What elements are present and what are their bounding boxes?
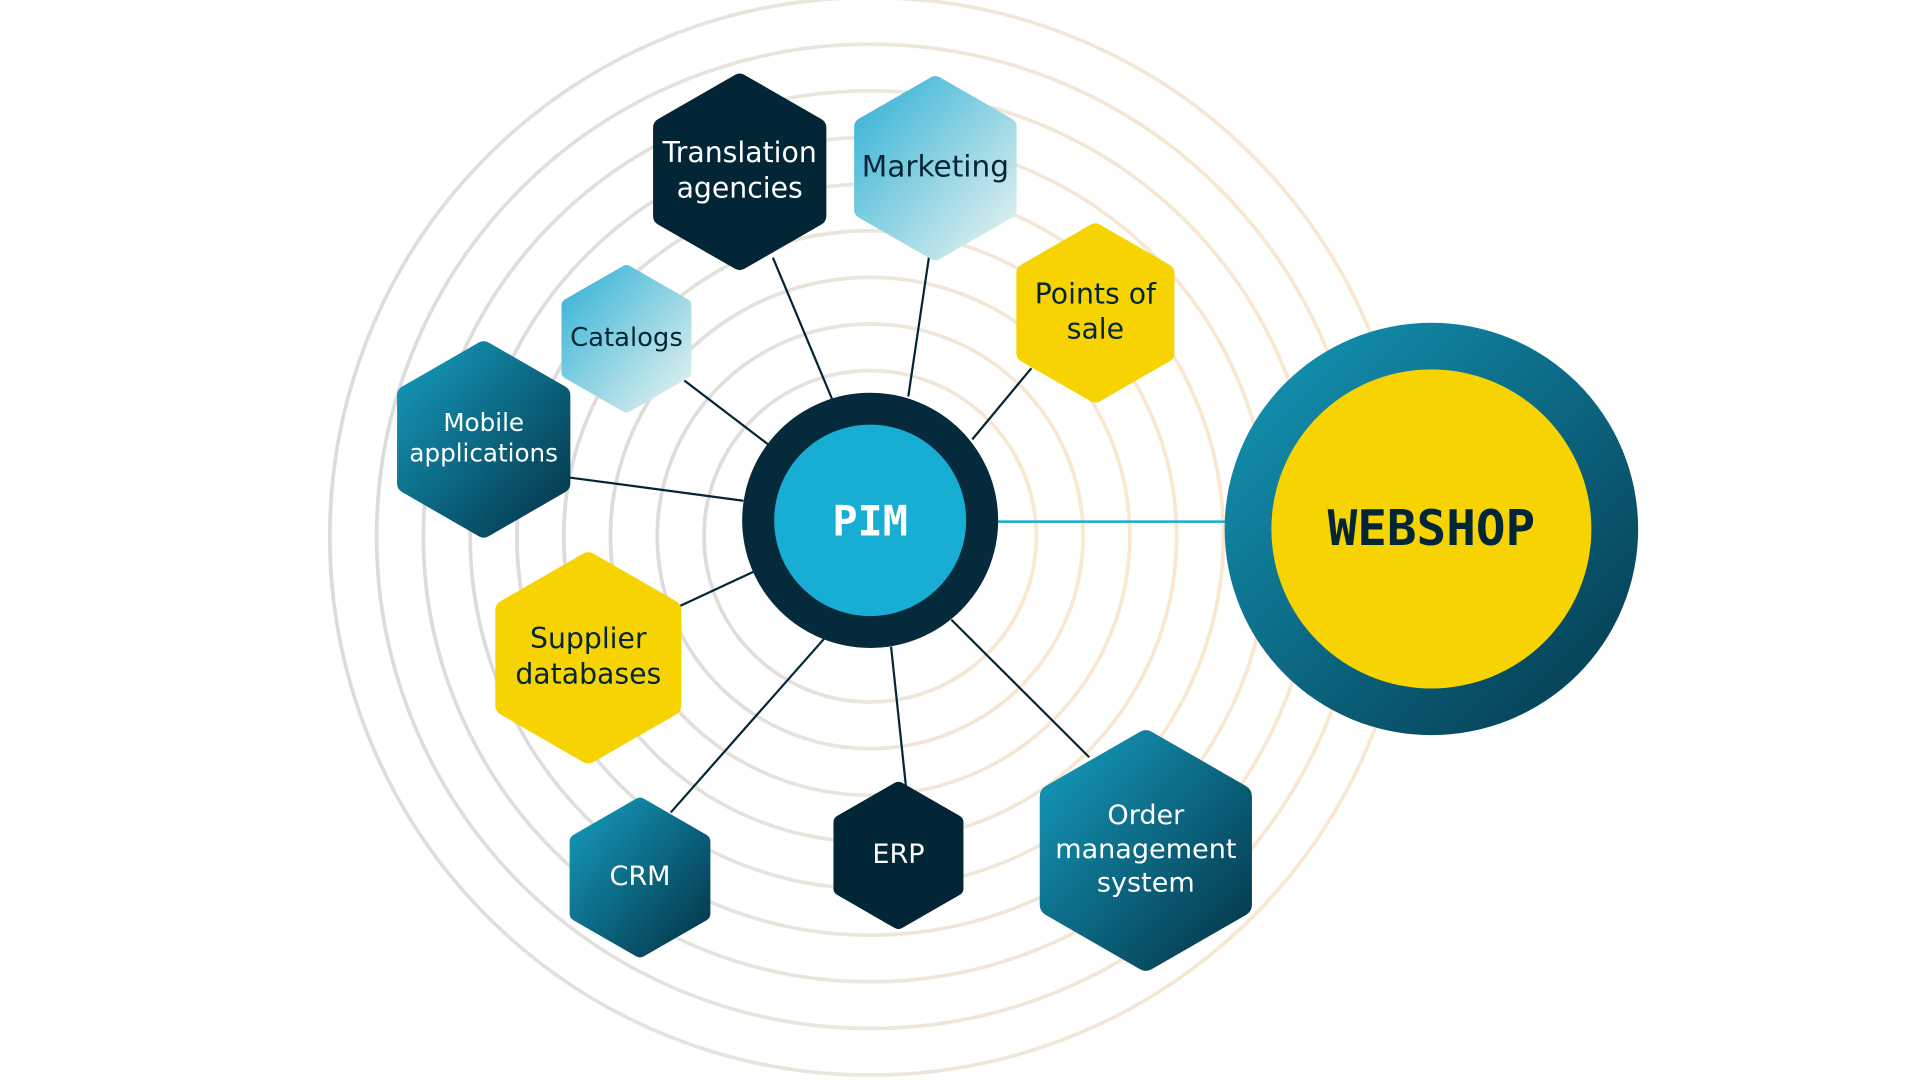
node-label: Catalogs	[570, 323, 683, 353]
node-label: Marketing	[862, 150, 1009, 184]
node-label: management	[1055, 834, 1236, 865]
node-label: agencies	[677, 171, 803, 204]
webshop-label: WEBSHOP	[1328, 499, 1535, 557]
pim-hub[interactable]: PIM	[742, 392, 999, 648]
marketing-connector	[907, 255, 931, 397]
ring	[702, 368, 1039, 704]
hexagon-shape	[495, 552, 682, 764]
catalogs-connector	[683, 379, 769, 446]
node-label: Mobile	[443, 408, 524, 437]
hexagon-shape	[833, 781, 964, 930]
hexagon-shape	[397, 341, 571, 538]
hexagon-shape	[854, 76, 1017, 261]
hexagon-shape	[653, 73, 827, 270]
translation-agencies-connector	[771, 257, 834, 400]
hexagon-shape	[1039, 730, 1252, 971]
mobile-applications-connector	[568, 476, 744, 502]
node-label: CRM	[609, 861, 670, 892]
hexagon-shape	[561, 265, 692, 413]
hexagon-shape	[569, 797, 711, 958]
hexagon-shape	[1016, 223, 1175, 403]
webshop-node[interactable]: WEBSHOP	[1224, 322, 1639, 736]
node-label: Supplier	[530, 622, 647, 655]
supplier-databases-connector	[678, 570, 754, 608]
node-label: ERP	[872, 839, 924, 870]
node-label: Points of	[1035, 277, 1157, 310]
ring	[655, 322, 1085, 751]
ring	[608, 275, 1132, 798]
order-management-system-connector	[950, 618, 1091, 759]
erp-connector	[889, 646, 907, 786]
node-label: Order	[1107, 800, 1185, 831]
node-erp[interactable]: ERP	[833, 781, 964, 930]
points-of-sale-connector	[971, 367, 1033, 441]
node-marketing[interactable]: Marketing	[854, 76, 1017, 261]
node-catalogs[interactable]: Catalogs	[561, 265, 692, 413]
node-label: databases	[515, 657, 661, 690]
crm-connector	[669, 637, 826, 814]
node-label: system	[1097, 868, 1195, 899]
node-crm[interactable]: CRM	[569, 797, 711, 958]
connector-lines	[568, 255, 1091, 814]
pim-label: PIM	[832, 497, 908, 546]
node-label: Translation	[662, 136, 817, 169]
node-label: sale	[1067, 313, 1124, 346]
node-label: applications	[409, 439, 558, 468]
